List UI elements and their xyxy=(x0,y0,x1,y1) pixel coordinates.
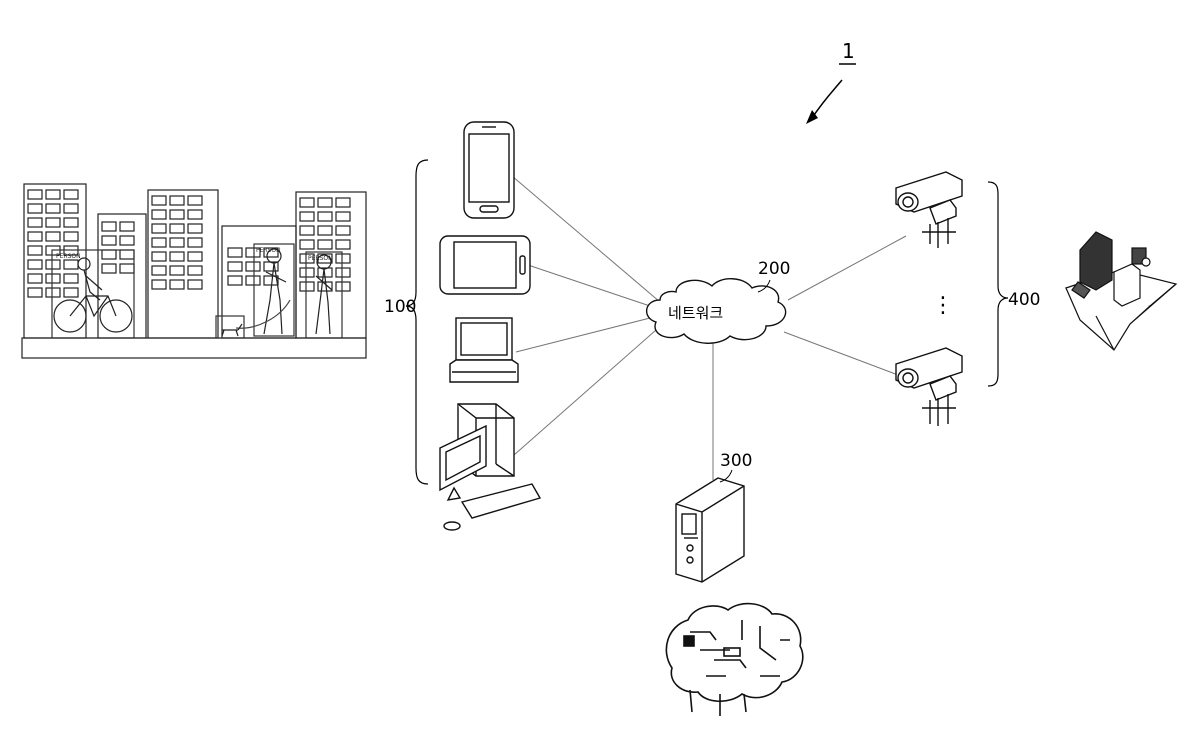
cctv-camera-icon xyxy=(896,348,962,426)
building-window xyxy=(152,280,166,289)
system-reference: 1 xyxy=(806,39,856,124)
building-window xyxy=(64,274,78,283)
building-window xyxy=(228,248,242,257)
building-window xyxy=(46,204,60,213)
building-window xyxy=(152,210,166,219)
smartphone-icon xyxy=(464,122,514,218)
building-window xyxy=(120,222,134,231)
building-window xyxy=(336,254,350,263)
building-window xyxy=(64,218,78,227)
building-window xyxy=(188,280,202,289)
building-window xyxy=(188,224,202,233)
building-window xyxy=(120,250,134,259)
cameras-ref-number: 400 xyxy=(1008,290,1040,310)
person-tag: PERSON xyxy=(308,255,333,262)
building-window xyxy=(170,266,184,275)
building-window xyxy=(170,196,184,205)
building-window xyxy=(64,232,78,241)
person-tag: PERSON xyxy=(56,253,81,260)
building-window xyxy=(120,264,134,273)
building-window xyxy=(228,262,242,271)
building-window xyxy=(64,288,78,297)
building-window xyxy=(152,266,166,275)
building-window xyxy=(300,212,314,221)
building-window xyxy=(46,232,60,241)
building-window xyxy=(170,252,184,261)
building-window xyxy=(28,204,42,213)
building-window xyxy=(300,240,314,249)
building-window xyxy=(28,246,42,255)
building-window xyxy=(152,238,166,247)
building-window xyxy=(28,232,42,241)
city-street-scene-icon: PERSON PERSON PERSON xyxy=(22,184,366,358)
building-window xyxy=(64,190,78,199)
building-window xyxy=(64,204,78,213)
building-window xyxy=(300,226,314,235)
building-window xyxy=(102,222,116,231)
building-window xyxy=(170,224,184,233)
cameras-brace xyxy=(988,182,1008,386)
building-window xyxy=(46,274,60,283)
building-window xyxy=(336,282,350,291)
building-window xyxy=(102,264,116,273)
building-window xyxy=(336,268,350,277)
building-window xyxy=(318,240,332,249)
server-tower-icon xyxy=(676,478,744,582)
building-window xyxy=(28,288,42,297)
building-window xyxy=(170,210,184,219)
building-window xyxy=(46,218,60,227)
camera-ellipsis: ⋮ xyxy=(932,293,954,318)
building-window xyxy=(188,196,202,205)
building-window xyxy=(28,274,42,283)
network-ref-number: 200 xyxy=(758,259,790,279)
building-window xyxy=(318,212,332,221)
building-window xyxy=(300,268,314,277)
building-window xyxy=(46,190,60,199)
building-window xyxy=(28,260,42,269)
building-window xyxy=(120,236,134,245)
building-window xyxy=(170,238,184,247)
building-window xyxy=(152,252,166,261)
building-window xyxy=(300,198,314,207)
building-window xyxy=(188,266,202,275)
network-label: 네트워크 xyxy=(668,304,723,322)
building-window xyxy=(246,276,260,285)
floating-smart-city-icon xyxy=(1066,232,1176,350)
building-window xyxy=(336,226,350,235)
building-window xyxy=(102,236,116,245)
building-window xyxy=(246,262,260,271)
building-window xyxy=(28,218,42,227)
laptop-icon xyxy=(450,318,518,382)
desktop-computer-icon xyxy=(440,404,540,530)
building-window xyxy=(336,240,350,249)
building-window xyxy=(170,280,184,289)
building-window xyxy=(228,276,242,285)
tablet-icon xyxy=(440,236,530,294)
server-ref-number: 300 xyxy=(720,451,752,471)
building-window xyxy=(152,224,166,233)
building-window xyxy=(188,210,202,219)
building-window xyxy=(318,226,332,235)
building-window xyxy=(28,190,42,199)
system-ref-number: 1 xyxy=(842,39,855,63)
person-tag: PERSON xyxy=(256,247,281,254)
building-window xyxy=(318,198,332,207)
building-window xyxy=(152,196,166,205)
clients-brace xyxy=(406,160,428,484)
building-window xyxy=(64,260,78,269)
building-window xyxy=(300,282,314,291)
clients-ref-number: 100 xyxy=(384,297,416,317)
building-window xyxy=(102,250,116,259)
building-window xyxy=(336,212,350,221)
building-window xyxy=(336,198,350,207)
building-window xyxy=(46,288,60,297)
building-window xyxy=(188,252,202,261)
building-window xyxy=(188,238,202,247)
building-window xyxy=(46,260,60,269)
circuit-brain-icon xyxy=(666,604,802,716)
